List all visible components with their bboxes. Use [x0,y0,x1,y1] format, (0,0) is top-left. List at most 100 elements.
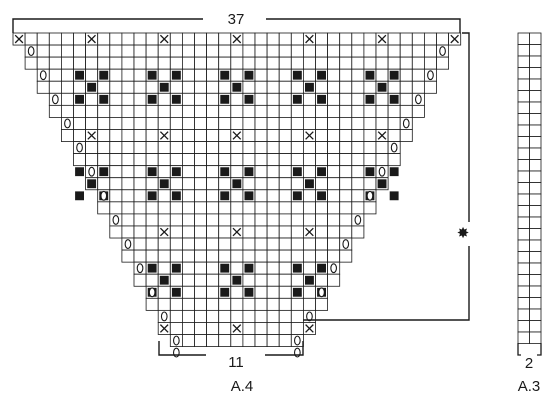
grid-cell [181,249,195,263]
filled-stitch [147,94,157,104]
grid-cell [181,273,195,287]
grid-cell [181,44,195,58]
grid-cell [133,44,147,58]
filled-stitch [75,191,84,201]
filled-stitch [99,94,109,104]
grid-cell [145,117,159,130]
grid-cell [121,56,135,70]
grid-cell [24,56,38,70]
grid-cell [351,189,365,203]
grid-cell [194,225,208,239]
decrease-symbol [305,34,314,44]
grid-cell [351,165,365,179]
filled-stitch [292,263,302,273]
grid-cell [266,80,280,94]
grid-cell [121,68,135,82]
yarn-over-symbol [415,94,422,105]
grid-cell [169,201,183,215]
filled-stitch [389,70,399,80]
grid-cell [206,334,220,347]
grid-cell [36,44,50,58]
grid-cell [290,237,304,251]
grid-cell [266,322,280,335]
grid-cell [327,56,341,70]
grid-cell [194,68,208,82]
grid-cell [85,68,99,82]
grid-cell [278,177,292,191]
grid-cell [194,117,208,130]
grid-cell [327,249,341,263]
grid-cell [387,117,401,130]
grid-cell [73,44,87,58]
a3-grid-cell [517,308,530,321]
yarn-over-symbol [366,190,374,201]
grid-cell [411,104,425,118]
grid-cell [61,129,74,142]
grid-cell [48,32,62,46]
grid-cell [97,56,111,70]
grid-cell [157,261,171,275]
grid-cell [302,213,316,227]
grid-cell [61,68,74,82]
grid-cell [121,129,135,142]
a3-grid-cell [529,320,542,333]
grid-cell [242,141,256,154]
grid-cell [339,141,353,154]
grid-cell [157,297,171,311]
grid-cell [290,32,304,46]
grid-cell [266,104,280,118]
grid-cell [133,68,147,82]
grid-cell [278,225,292,239]
grid-cell [242,32,256,46]
grid-cell [181,237,195,251]
grid-cell [315,44,329,58]
grid-cell [61,32,74,46]
grid-cell [302,189,316,203]
grid-cell [254,273,268,287]
grid-cell [206,141,220,154]
grid-cell [157,201,171,215]
grid-cell [302,201,316,215]
a3-stitch-count: 2 [525,355,533,372]
grid-cell [157,117,171,130]
grid-cell [169,56,183,70]
grid-cell [121,32,135,46]
grid-cell [254,225,268,239]
filled-stitch [75,70,84,80]
a3-grid-cell [529,44,542,57]
grid-cell [157,249,171,263]
grid-cell [290,104,304,118]
grid-cell [109,141,123,154]
grid-cell [218,273,232,287]
grid-cell [266,129,280,142]
grid-cell [327,141,341,154]
filled-stitch [244,167,254,177]
filled-stitch [317,191,326,201]
grid-cell [399,56,413,70]
grid-cell [339,177,353,191]
filled-stitch [220,70,230,80]
grid-cell [206,80,220,94]
grid-cell [278,249,292,263]
filled-stitch [317,70,326,80]
grid-cell [375,141,389,154]
grid-cell [339,189,353,203]
grid-cell [254,201,268,215]
grid-cell [145,249,159,263]
grid-cell [145,273,159,287]
grid-cell [145,129,159,142]
grid-cell [169,32,183,46]
grid-cell [242,225,256,239]
filled-stitch [244,70,254,80]
grid-cell [302,92,316,106]
grid-cell [206,201,220,215]
grid-cell [363,80,377,94]
decrease-symbol [377,34,387,44]
grid-cell [73,32,87,46]
grid-cell [169,225,183,239]
grid-cell [121,165,135,179]
grid-cell [24,32,38,46]
filled-stitch [147,263,157,273]
grid-cell [423,32,437,46]
a3-grid-cell [529,205,542,218]
